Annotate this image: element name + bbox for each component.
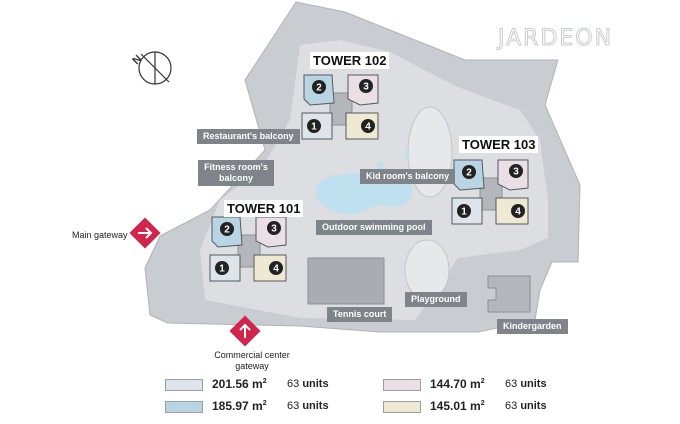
gate-arrow-icon-commercial: [229, 315, 261, 347]
kindergarden-label: Kindergarden: [497, 319, 568, 334]
unit-number: 1: [311, 122, 317, 133]
legend-swatch: [165, 401, 203, 413]
unit-number-badge: [312, 80, 326, 94]
unit-number-badge: [509, 164, 523, 178]
main-gateway-label: Main gateway: [72, 230, 128, 240]
unit-number: 3: [513, 167, 519, 178]
legend-units: 63 units: [505, 400, 547, 412]
unit-number-badge: [267, 221, 281, 235]
tower-block-t103: 1 2 3 4: [451, 159, 529, 225]
legend-area: 201.56 m2: [212, 377, 267, 391]
unit-number-badge: [359, 79, 373, 93]
tennis-court: [307, 257, 385, 305]
unit-number: 1: [461, 207, 467, 218]
unit-number-badge: [361, 119, 375, 133]
unit-number-badge: [215, 261, 229, 275]
legend-swatch: [165, 379, 203, 391]
tower-103-label: TOWER 103: [459, 136, 539, 153]
legend-units: 63 units: [287, 378, 329, 390]
unit-number: 4: [365, 122, 371, 133]
unit-number: 2: [316, 83, 322, 94]
compass-north-icon: N: [130, 51, 172, 85]
unit-number: 2: [224, 225, 230, 236]
unit-number: 4: [515, 207, 521, 218]
tower-layer: 1 2 3 4 1 2 3 4 1 2 3 4: [209, 74, 529, 282]
tennis-court-label: Tennis court: [327, 307, 393, 322]
tower-101-label: TOWER 101: [224, 200, 304, 217]
kid-balcony-label: Kid room's balcony: [360, 169, 456, 184]
pool-label: Outdoor swimming pool: [316, 220, 432, 235]
unit-number-badge: [220, 222, 234, 236]
legend-area: 145.01 m2: [430, 399, 485, 413]
tower-102-label: TOWER 102: [310, 52, 390, 69]
unit-number: 2: [466, 168, 472, 179]
legend-units: 63 units: [287, 400, 329, 412]
unit-number: 3: [271, 224, 277, 235]
unit-number: 4: [273, 264, 279, 275]
legend-swatch: [383, 379, 421, 391]
fitness-balcony-label: Fitness room's balcony: [198, 160, 274, 186]
commercial-gateway-label: Commercial center gateway: [214, 350, 290, 371]
unit-number: 1: [219, 264, 225, 275]
pool-spot: [404, 151, 410, 157]
unit-number: 3: [363, 82, 369, 93]
unit-number-badge: [307, 119, 321, 133]
kindergarden-building: [487, 275, 531, 313]
unit-number-badge: [462, 165, 476, 179]
plaza-curve: [404, 239, 450, 301]
legend-swatch: [383, 401, 421, 413]
unit-number-badge: [457, 204, 471, 218]
legend-area: 185.97 m2: [212, 399, 267, 413]
restaurant-balcony-label: Restaurant's balcony: [197, 129, 300, 144]
gate-arrow-icon-main: [129, 217, 161, 249]
brand-logo: JARDEON: [497, 26, 614, 52]
tower-block-t101: 1 2 3 4: [209, 216, 287, 282]
pool-spot: [376, 162, 384, 170]
unit-number-badge: [269, 261, 283, 275]
unit-number-badge: [511, 204, 525, 218]
legend-area: 144.70 m2: [430, 377, 485, 391]
legend-units: 63 units: [505, 378, 547, 390]
tower-block-t102: 1 2 3 4: [301, 74, 379, 140]
playground-label: Playground: [405, 292, 467, 307]
